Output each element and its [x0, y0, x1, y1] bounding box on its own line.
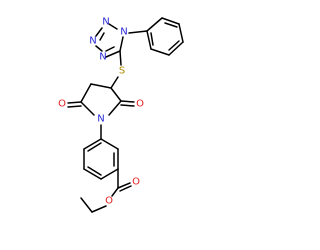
ester-ether-oxygen-label: O: [105, 196, 113, 207]
imide-oxygen-right-label: O: [136, 99, 144, 110]
tetrazole-n1-label: N: [120, 27, 127, 38]
phenyl-ring: [146, 17, 184, 56]
ethyl-ester: [80, 168, 132, 213]
succinimide-ring: [67, 83, 135, 116]
imide-oxygen-left-label: O: [58, 99, 66, 110]
tetrazole-n2-label: N: [102, 17, 109, 28]
c-s-bond: [119, 50, 122, 66]
benzoate-ring: [83, 138, 119, 180]
s-ring-bond: [110, 76, 119, 89]
tetrazole-n3-label: N: [89, 36, 96, 47]
tetrazole-ring: [95, 23, 124, 58]
imide-nitrogen-label: N: [97, 114, 104, 125]
sulfur-label: S: [119, 66, 125, 77]
ester-carbonyl-oxygen-label: O: [132, 177, 140, 188]
n-phenyl-bond: [128, 30, 148, 34]
tetrazole-n4-label: N: [99, 52, 106, 63]
molecule-structure: N N N N S N O O O O: [58, 17, 184, 213]
